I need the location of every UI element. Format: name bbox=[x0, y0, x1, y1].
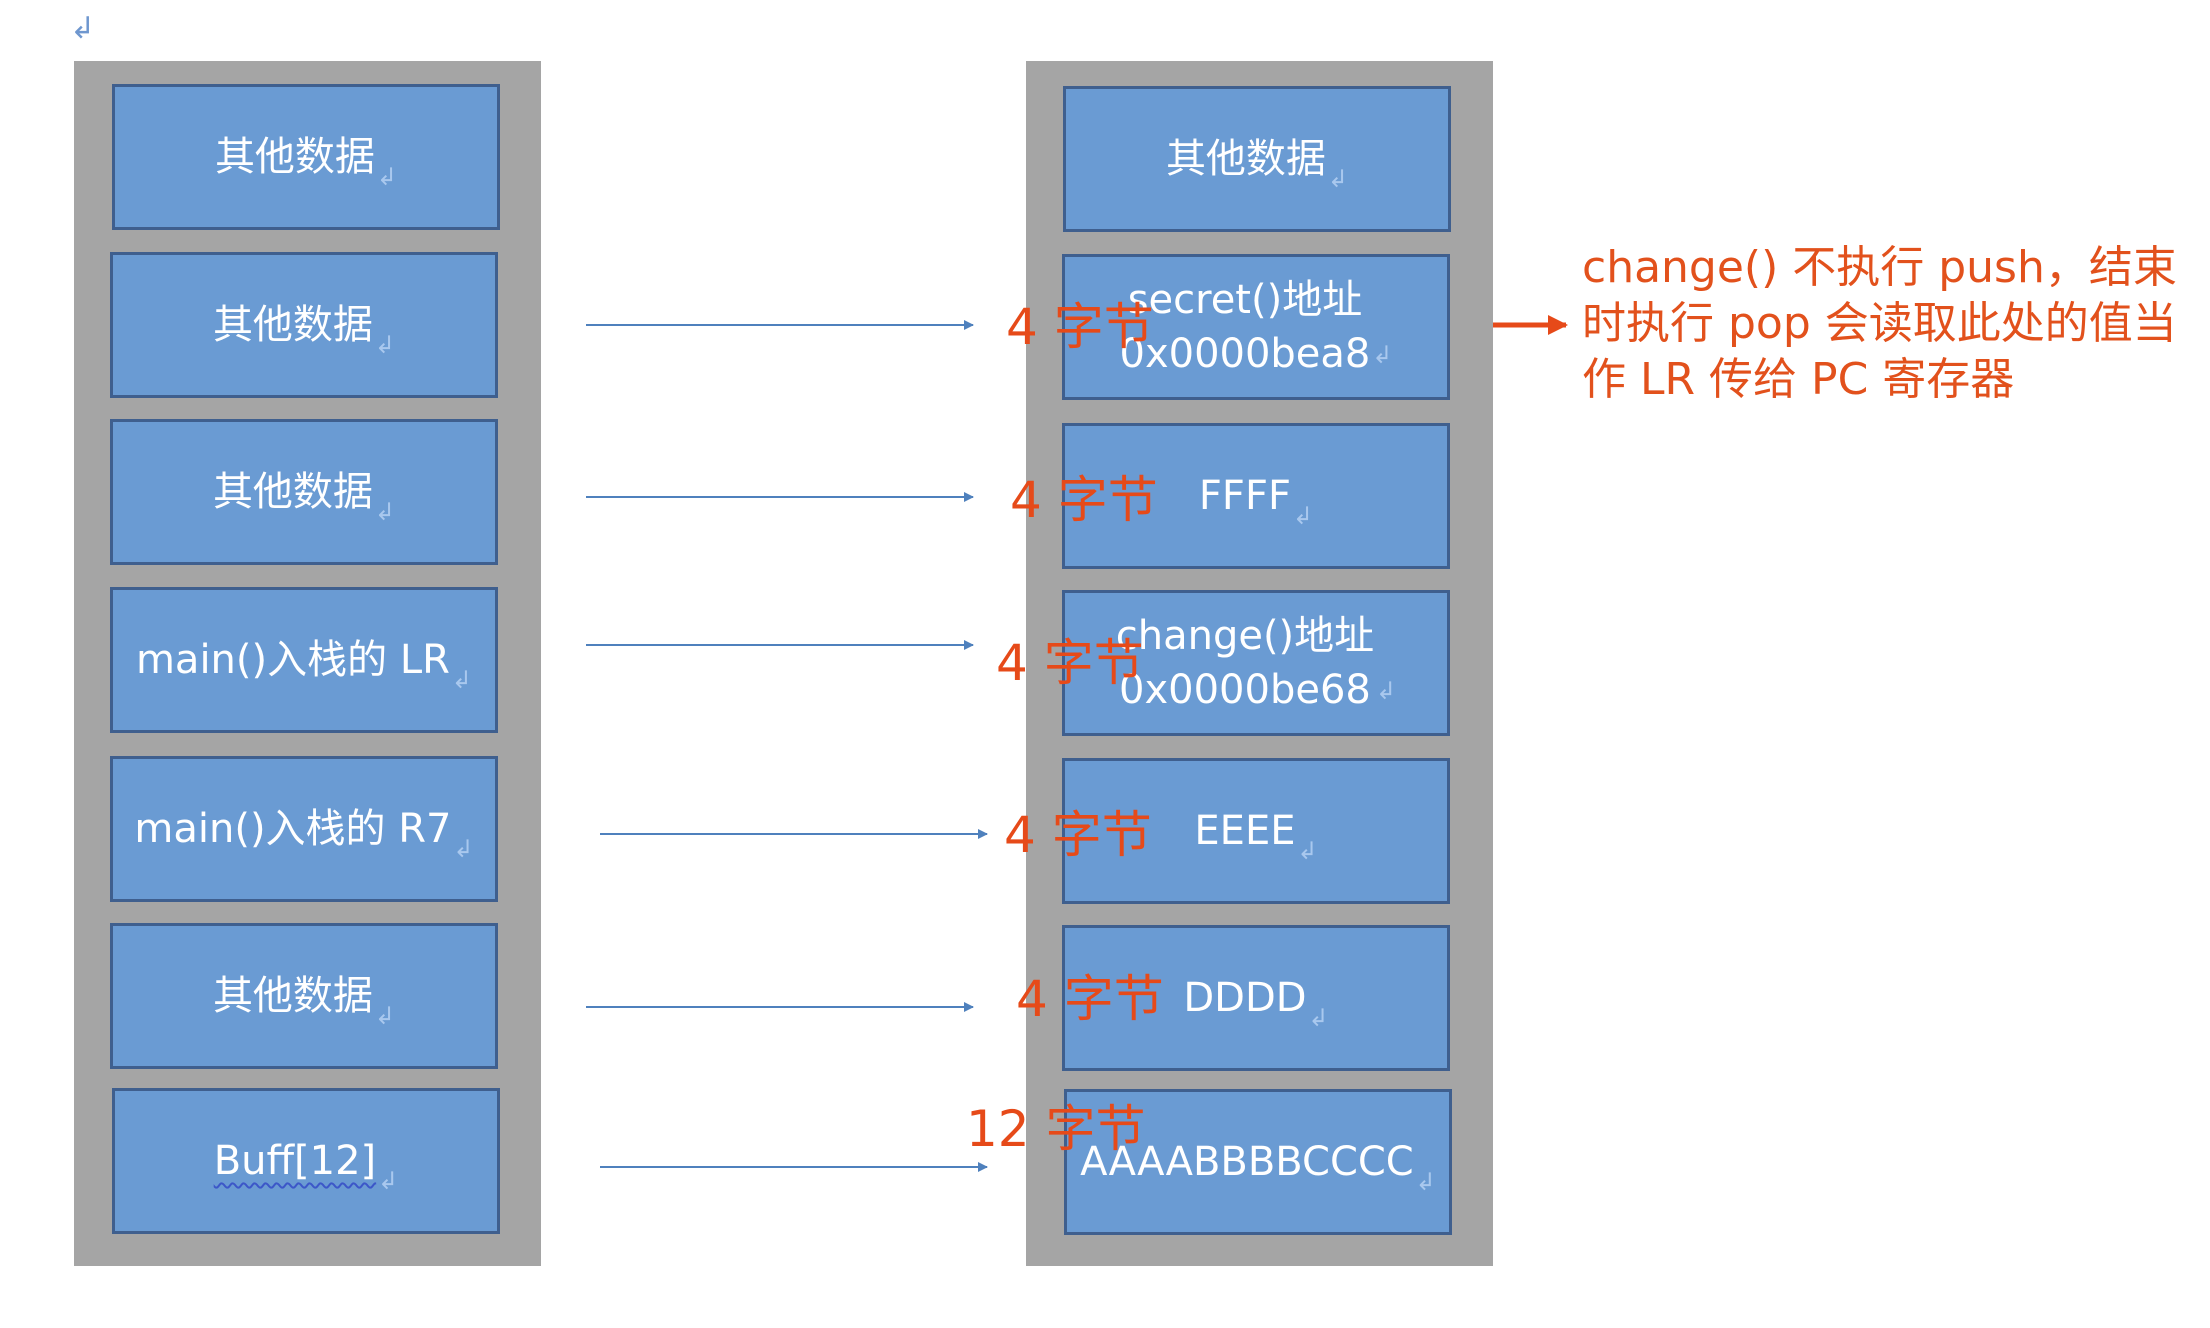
right-cell-1-label: 其他数据 bbox=[1165, 136, 1326, 182]
return-mark-icon: ↲ bbox=[1376, 676, 1397, 705]
byte-size-label-4: 4 字节 bbox=[1004, 806, 1152, 864]
return-mark-icon: ↲ bbox=[1327, 164, 1349, 193]
left-cell-1-label: 其他数据 bbox=[214, 134, 375, 180]
right-cell-7-label: AAAABBBBCCCC bbox=[1080, 1139, 1414, 1185]
left-cell-4: main()入栈的 LR↲ bbox=[110, 587, 498, 733]
annotation-line-3: 作 LR 传给 PC 寄存器 bbox=[1582, 354, 2015, 405]
return-mark-icon: ↲ bbox=[374, 330, 396, 359]
left-cell-3-label: 其他数据 bbox=[212, 469, 373, 515]
left-cell-5-label: main()入栈的 R7 bbox=[134, 806, 452, 852]
return-mark-icon: ↲ bbox=[451, 665, 473, 694]
original-stack-column: 其他数据↲ 其他数据↲ 其他数据↲ main()入栈的 LR↲ main()入栈… bbox=[74, 61, 541, 1266]
byte-size-label-2: 4 字节 bbox=[1010, 471, 1158, 529]
right-cell-2-line1: secret()地址 bbox=[1127, 277, 1363, 323]
paragraph-mark-icon: ↲ bbox=[70, 11, 96, 46]
byte-size-label-6: 12 字节 bbox=[966, 1100, 1146, 1158]
left-cell-2: 其他数据↲ bbox=[110, 252, 498, 398]
left-cell-7-label: Buff[12] bbox=[213, 1138, 377, 1184]
right-cell-2-line2: 0x0000bea8 bbox=[1119, 331, 1371, 377]
right-cell-4-line1: change()地址 bbox=[1115, 613, 1375, 659]
left-cell-7: Buff[12]↲ bbox=[112, 1088, 500, 1234]
return-mark-icon: ↲ bbox=[1372, 340, 1393, 369]
left-cell-1: 其他数据↲ bbox=[112, 84, 500, 230]
return-mark-icon: ↲ bbox=[376, 162, 398, 191]
right-cell-4-line2: 0x0000be68 bbox=[1119, 667, 1371, 713]
return-mark-icon: ↲ bbox=[378, 1166, 399, 1195]
return-mark-icon: ↲ bbox=[1297, 836, 1318, 865]
byte-size-label-1: 4 字节 bbox=[1006, 298, 1154, 356]
right-cell-6-label: DDDD bbox=[1183, 975, 1307, 1021]
right-cell-5-label: EEEE bbox=[1194, 808, 1296, 854]
right-cell-1: 其他数据↲ bbox=[1063, 86, 1451, 232]
return-mark-icon: ↲ bbox=[1415, 1167, 1436, 1196]
left-cell-4-label: main()入栈的 LR bbox=[135, 637, 450, 683]
left-cell-6-label: 其他数据 bbox=[212, 973, 373, 1019]
byte-size-label-3: 4 字节 bbox=[996, 634, 1144, 692]
right-cell-7: AAAABBBBCCCC↲ bbox=[1064, 1089, 1452, 1235]
left-cell-3: 其他数据↲ bbox=[110, 419, 498, 565]
right-cell-5: EEEE↲ bbox=[1062, 758, 1450, 904]
byte-size-label-5: 4 字节 bbox=[1016, 970, 1164, 1028]
overflowed-stack-column: 其他数据↲ secret()地址 0x0000bea8 ↲ FFFF↲ chan… bbox=[1026, 61, 1493, 1266]
left-cell-5: main()入栈的 R7↲ bbox=[110, 756, 498, 902]
annotation-line-2: 时执行 pop 会读取此处的值当 bbox=[1582, 298, 2177, 349]
annotation-note: change() 不执行 push，结束 时执行 pop 会读取此处的值当 作 … bbox=[1582, 240, 2210, 408]
left-cell-2-label: 其他数据 bbox=[212, 302, 373, 348]
right-cell-6: DDDD↲ bbox=[1062, 925, 1450, 1071]
right-cell-3-label: FFFF bbox=[1198, 473, 1291, 519]
return-mark-icon: ↲ bbox=[374, 1001, 396, 1030]
return-mark-icon: ↲ bbox=[1292, 501, 1314, 530]
right-cell-2: secret()地址 0x0000bea8 ↲ bbox=[1062, 254, 1450, 400]
right-cell-3: FFFF↲ bbox=[1062, 423, 1450, 569]
left-cell-6: 其他数据↲ bbox=[110, 923, 498, 1069]
return-mark-icon: ↲ bbox=[1308, 1003, 1329, 1032]
right-cell-4: change()地址 0x0000be68 ↲ bbox=[1062, 590, 1450, 736]
annotation-line-1: change() 不执行 push，结束 bbox=[1582, 242, 2177, 293]
return-mark-icon: ↲ bbox=[374, 497, 396, 526]
return-mark-icon: ↲ bbox=[453, 834, 474, 863]
